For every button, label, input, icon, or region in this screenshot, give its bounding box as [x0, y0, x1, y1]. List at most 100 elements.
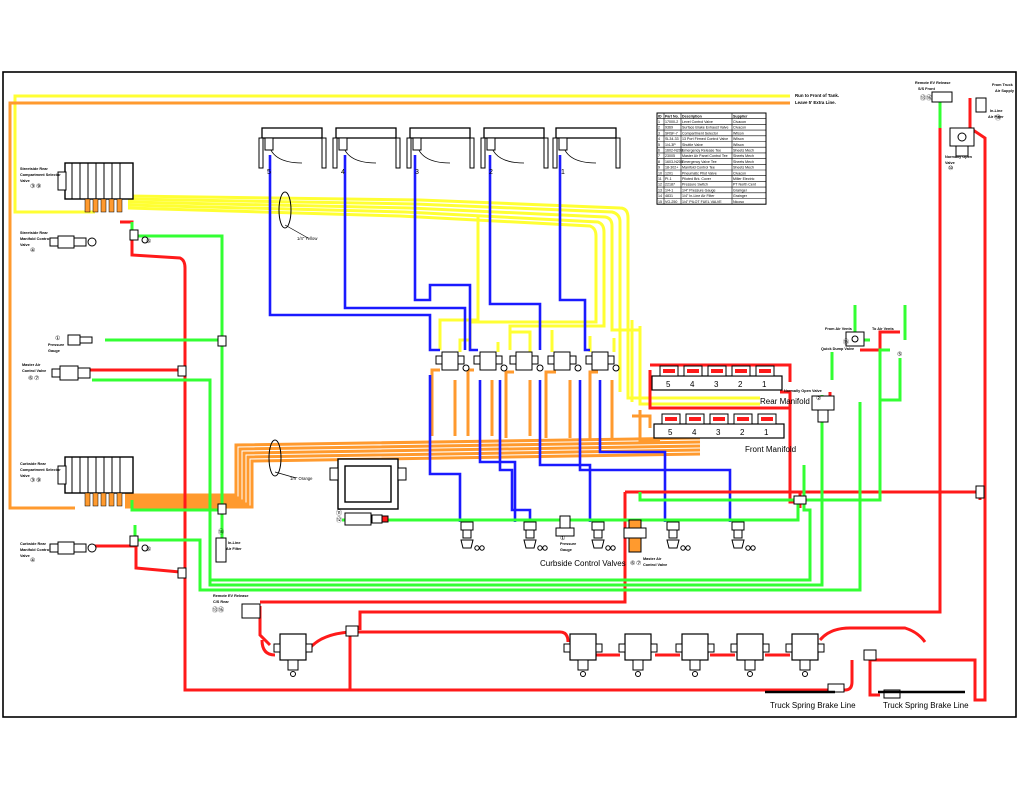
curbside-control-valve-5[interactable]	[731, 521, 756, 551]
legend-cell: Civacon	[733, 171, 746, 175]
pg-mid-l2: Gauge	[560, 548, 572, 552]
manifold-control-valve-2[interactable]	[473, 351, 508, 372]
legend-cell: 1/4-1	[665, 188, 673, 192]
manifold-port-1: 1	[764, 428, 769, 437]
spring-brake-valve-3[interactable]	[618, 633, 658, 677]
callout-7: ⑦	[34, 375, 39, 382]
spring-brake-valve-4[interactable]	[675, 633, 715, 677]
legend-cell: 1602-N208	[665, 149, 683, 153]
callout-4b: ④	[30, 557, 35, 564]
legend-cell: Wilson	[733, 137, 744, 141]
normally-open-valve-mid[interactable]	[811, 395, 835, 423]
callout-9: ⑨	[36, 183, 41, 190]
manifold-control-valve-3[interactable]	[509, 351, 544, 372]
manifold-control-valve-5[interactable]	[585, 351, 620, 372]
legend-cell: Sheets Mech	[733, 160, 754, 164]
to-air-vents-label: To Air Vents	[872, 327, 894, 331]
inline-filter-mid-l1: In-Line	[228, 541, 240, 545]
curbside-control-valve-4[interactable]	[666, 521, 691, 551]
pg-left-l1: Pressure	[48, 343, 64, 347]
legend-cell: Master Air Panel Control Tee	[682, 154, 728, 158]
master-air-control-center[interactable]	[623, 519, 647, 553]
legend-cell: 2	[658, 126, 660, 130]
remote-ev-release-top[interactable]	[931, 91, 953, 103]
legend-cell: 22187	[665, 183, 675, 187]
compartment-number: 4	[341, 169, 345, 176]
inline-filter-top-l2: Air Filter	[988, 115, 1004, 119]
inline-filter-top-l1: In-Line	[990, 109, 1002, 113]
quick-dump-valve[interactable]	[845, 331, 865, 347]
inline-filter-mid-l2: Air Filter	[226, 547, 242, 551]
curbside-control-valve-1[interactable]	[460, 521, 485, 551]
legend-cell: SL34-33	[665, 137, 679, 141]
legend-cell: PI-1	[665, 177, 672, 181]
manifold-port-3: 3	[714, 380, 719, 389]
legend-cell: 9369	[665, 126, 673, 130]
streetside-rear-selector-valve[interactable]	[57, 162, 134, 213]
legend-cell: 13 Port Firmed Control Valve	[682, 137, 728, 141]
pg-mid-l1: Pressure	[560, 542, 576, 546]
spring-brake-valve-1[interactable]	[273, 633, 313, 677]
compartment-valve-5[interactable]: 5	[258, 127, 327, 176]
curbside-control-valve-3[interactable]	[591, 521, 616, 551]
legend-cell: Civacon	[733, 126, 746, 130]
legend-cell: VG-250	[665, 200, 677, 204]
compartment-valve-2[interactable]: 2	[480, 127, 549, 176]
leave-extra-label: Leave 5' Extra Line.	[795, 100, 836, 105]
control-box[interactable]	[329, 458, 407, 510]
legend-cell: 8	[658, 160, 660, 164]
legend-cell: 4	[658, 137, 660, 141]
ss-manifold-l1: Streetside Rear	[20, 231, 48, 235]
callout-4: ④	[30, 247, 35, 254]
legend-cell: 5	[658, 143, 660, 147]
spring-brake-valve-2[interactable]	[563, 633, 603, 677]
callout-16: ⑯	[926, 94, 932, 102]
spring-brake-valve-6[interactable]	[785, 633, 825, 677]
callout-5: ⑤	[146, 238, 151, 245]
master-air-control-left[interactable]	[51, 365, 91, 381]
streetside-rear-manifold-valve[interactable]	[49, 235, 97, 249]
curbside-rear-selector-valve[interactable]	[57, 456, 134, 507]
remote-ev-bottom-l2: C/S Rear	[213, 600, 229, 604]
legend-cell: 23005	[665, 154, 675, 158]
compartment-number: 5	[267, 169, 271, 176]
drawing-frame	[2, 71, 1017, 718]
front-manifold-label: Front Manifold	[745, 445, 796, 454]
compartment-valve-1[interactable]: 1	[552, 127, 621, 176]
curbside-control-valve-2[interactable]	[523, 521, 548, 551]
compartment-valve-4[interactable]: 4	[332, 127, 401, 176]
cs-selector-l1: Curbside Rear	[20, 462, 46, 466]
legend-cell: 14	[658, 194, 662, 198]
manifold-control-valve-4[interactable]	[547, 351, 582, 372]
spring-brake-valve-5[interactable]	[730, 633, 770, 677]
manifold-port-3: 3	[716, 428, 721, 437]
no-valve-top-l1: Normally Open	[945, 155, 973, 159]
from-air-vents-label: From Air Vents	[825, 327, 852, 331]
curbside-control-valves-label: Curbside Control Valves	[540, 559, 626, 568]
legend-cell: Level Control Valve	[682, 120, 713, 124]
legend-cell: Piloted Brk. Cover	[682, 177, 712, 181]
callout-3: ③	[30, 183, 35, 190]
ss-manifold-l3: Valve	[20, 243, 30, 247]
legend-cell: Wilson	[733, 143, 744, 147]
manifold-control-valve-1[interactable]	[435, 351, 470, 372]
legend-cell: 1/4" Pressure Gauge	[682, 188, 715, 192]
legend-header-cell: ID	[658, 114, 662, 118]
legend-cell: Pressure Switch	[682, 183, 708, 187]
legend-cell: Pneumatic Pilot Valve	[682, 171, 717, 175]
manifold-port-4: 4	[692, 428, 697, 437]
ss-manifold-l2: Manifold Control	[20, 237, 50, 241]
master-left-l1: Master Air	[22, 363, 41, 367]
compartment-valve-3[interactable]: 3	[406, 127, 475, 176]
master-mid-l1: Master Air	[643, 557, 662, 561]
legend-cell: 1	[658, 120, 660, 124]
cs-manifold-l1: Curbside Rear	[20, 542, 46, 546]
legend-cell: Nicoso	[733, 200, 744, 204]
curbside-rear-manifold-valve[interactable]	[49, 541, 97, 555]
remote-ev-release-bottom[interactable]	[241, 603, 261, 619]
legend-cell: 3	[658, 131, 660, 135]
normally-open-valve-top[interactable]	[949, 127, 975, 157]
